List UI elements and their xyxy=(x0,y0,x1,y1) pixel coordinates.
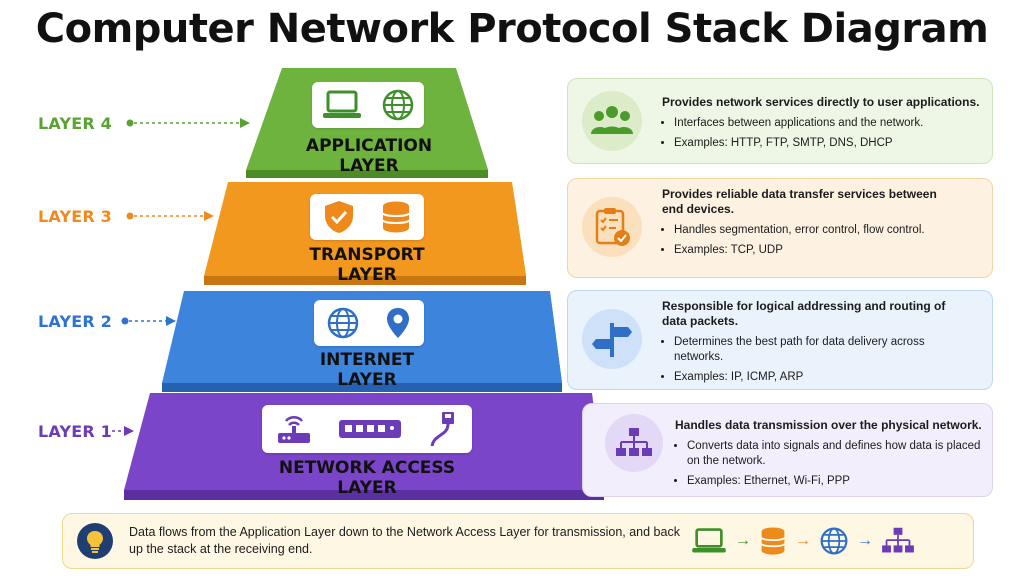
list-item: Interfaces between applications and the … xyxy=(674,116,988,131)
transport-card-heading: Provides reliable data transfer services… xyxy=(662,187,937,216)
ethernet-cable-icon xyxy=(430,412,455,447)
lightbulb-icon xyxy=(77,523,113,559)
network-topology-icon xyxy=(882,527,914,553)
layer-3-label: LAYER 3 xyxy=(38,207,112,226)
application-icon-box xyxy=(312,82,424,128)
arrow-right-icon: → xyxy=(795,532,811,549)
network-access-layer-name: NETWORK ACCESS LAYER xyxy=(278,458,456,498)
layer-1-label: LAYER 1 xyxy=(38,422,112,441)
internet-card-heading: Responsible for logical addressing and r… xyxy=(662,299,946,328)
router-icon xyxy=(277,416,310,443)
transport-icon-box xyxy=(310,194,424,240)
network-topology-icon xyxy=(605,414,663,472)
internet-layer-name: INTERNET LAYER xyxy=(319,350,415,390)
switch-icon xyxy=(338,420,401,438)
arrow-right-icon: → xyxy=(735,532,751,549)
internet-card: Responsible for logical addressing and r… xyxy=(567,290,993,390)
list-item: Determines the best path for data delive… xyxy=(674,335,954,365)
arrow-layer-2 xyxy=(121,316,176,326)
globe-icon xyxy=(382,89,413,121)
transport-layer-name: TRANSPORT LAYER xyxy=(309,245,425,285)
laptop-icon xyxy=(322,90,361,118)
network-access-icon-box xyxy=(262,405,472,453)
page-title: Computer Network Protocol Stack Diagram xyxy=(35,6,989,52)
globe-icon xyxy=(327,307,359,339)
data-flow-text: Data flows from the Application Layer do… xyxy=(129,525,680,556)
application-layer-name: APPLICATION LAYER xyxy=(305,136,433,176)
laptop-icon xyxy=(692,528,726,553)
list-item: Examples: Ethernet, Wi-Fi, PPP xyxy=(687,474,989,489)
list-item: Converts data into signals and defines h… xyxy=(687,439,989,469)
shield-check-icon xyxy=(325,201,353,233)
arrow-layer-4 xyxy=(126,118,250,128)
list-item: Handles segmentation, error control, flo… xyxy=(674,223,954,238)
clipboard-check-icon xyxy=(582,197,642,257)
list-item: Examples: TCP, UDP xyxy=(674,243,954,258)
globe-icon xyxy=(820,527,848,555)
arrow-layer-3 xyxy=(126,211,214,221)
arrow-layer-1 xyxy=(112,426,134,436)
users-icon xyxy=(582,91,642,151)
data-flow-note: Data flows from the Application Layer do… xyxy=(62,513,974,569)
data-flow-icons: → → → xyxy=(691,526,915,556)
database-icon xyxy=(760,527,786,555)
database-icon xyxy=(382,201,410,233)
application-card: Provides network services directly to us… xyxy=(567,78,993,164)
location-pin-icon xyxy=(387,308,409,338)
network-access-card-heading: Handles data transmission over the physi… xyxy=(675,418,982,432)
application-card-heading: Provides network services directly to us… xyxy=(662,95,980,109)
layer-2-label: LAYER 2 xyxy=(38,312,112,331)
arrow-right-icon: → xyxy=(857,532,873,549)
signpost-icon xyxy=(582,309,642,369)
transport-card: Provides reliable data transfer services… xyxy=(567,178,993,278)
layer-4-label: LAYER 4 xyxy=(38,114,112,133)
network-access-card: Handles data transmission over the physi… xyxy=(582,403,993,497)
internet-icon-box xyxy=(314,300,424,346)
list-item: Examples: IP, ICMP, ARP xyxy=(674,370,954,385)
list-item: Examples: HTTP, FTP, SMTP, DNS, DHCP xyxy=(674,136,988,151)
